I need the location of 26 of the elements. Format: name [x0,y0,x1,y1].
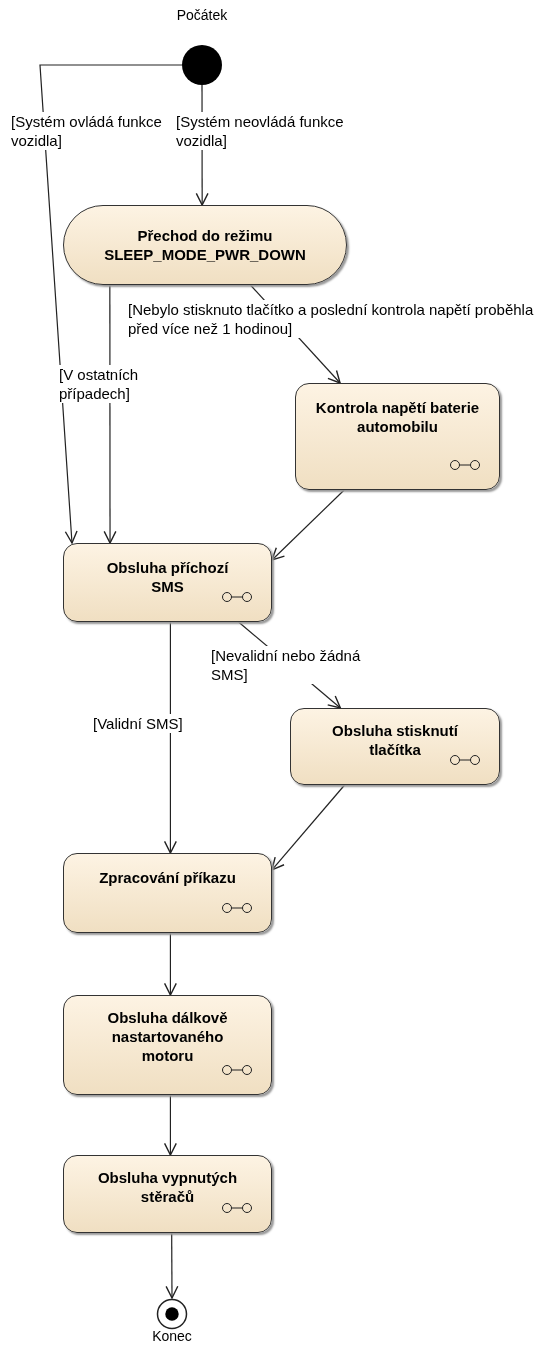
activity-box [63,1155,272,1233]
activity-label: Obsluha příchozí SMS [105,558,230,596]
activity-box [295,383,500,490]
arrow [165,1232,179,1299]
arrow [163,621,177,854]
activity-label: Kontrola napětí baterie automobilu [314,398,481,436]
final-node-circle [156,1298,188,1330]
activity-label: Zpracování příkazu [98,868,237,887]
arrow [271,784,346,871]
activity-label: Přechod do režimu SLEEP_MODE_PWR_DOWN [103,226,307,264]
edge-label: [Validní SMS] [92,714,184,733]
activity-box [63,853,272,933]
activity-box [290,708,500,785]
arrow [163,932,177,996]
node-caption: Konec [151,1328,193,1344]
arrow [271,489,345,561]
activity-box [63,543,272,622]
activity-label: Obsluha stisknutí tlačítka [331,721,459,759]
activity-label: Obsluha dálkově nastartovaného motoru [106,1008,229,1065]
arrow [39,64,183,544]
activity-label: Obsluha vypnutých stěračů [96,1168,239,1206]
activity-box [63,995,272,1095]
activity-box [63,205,347,285]
arrow [163,1094,177,1156]
node-caption: Počátek [175,7,229,23]
initial-node-circle [182,45,222,85]
